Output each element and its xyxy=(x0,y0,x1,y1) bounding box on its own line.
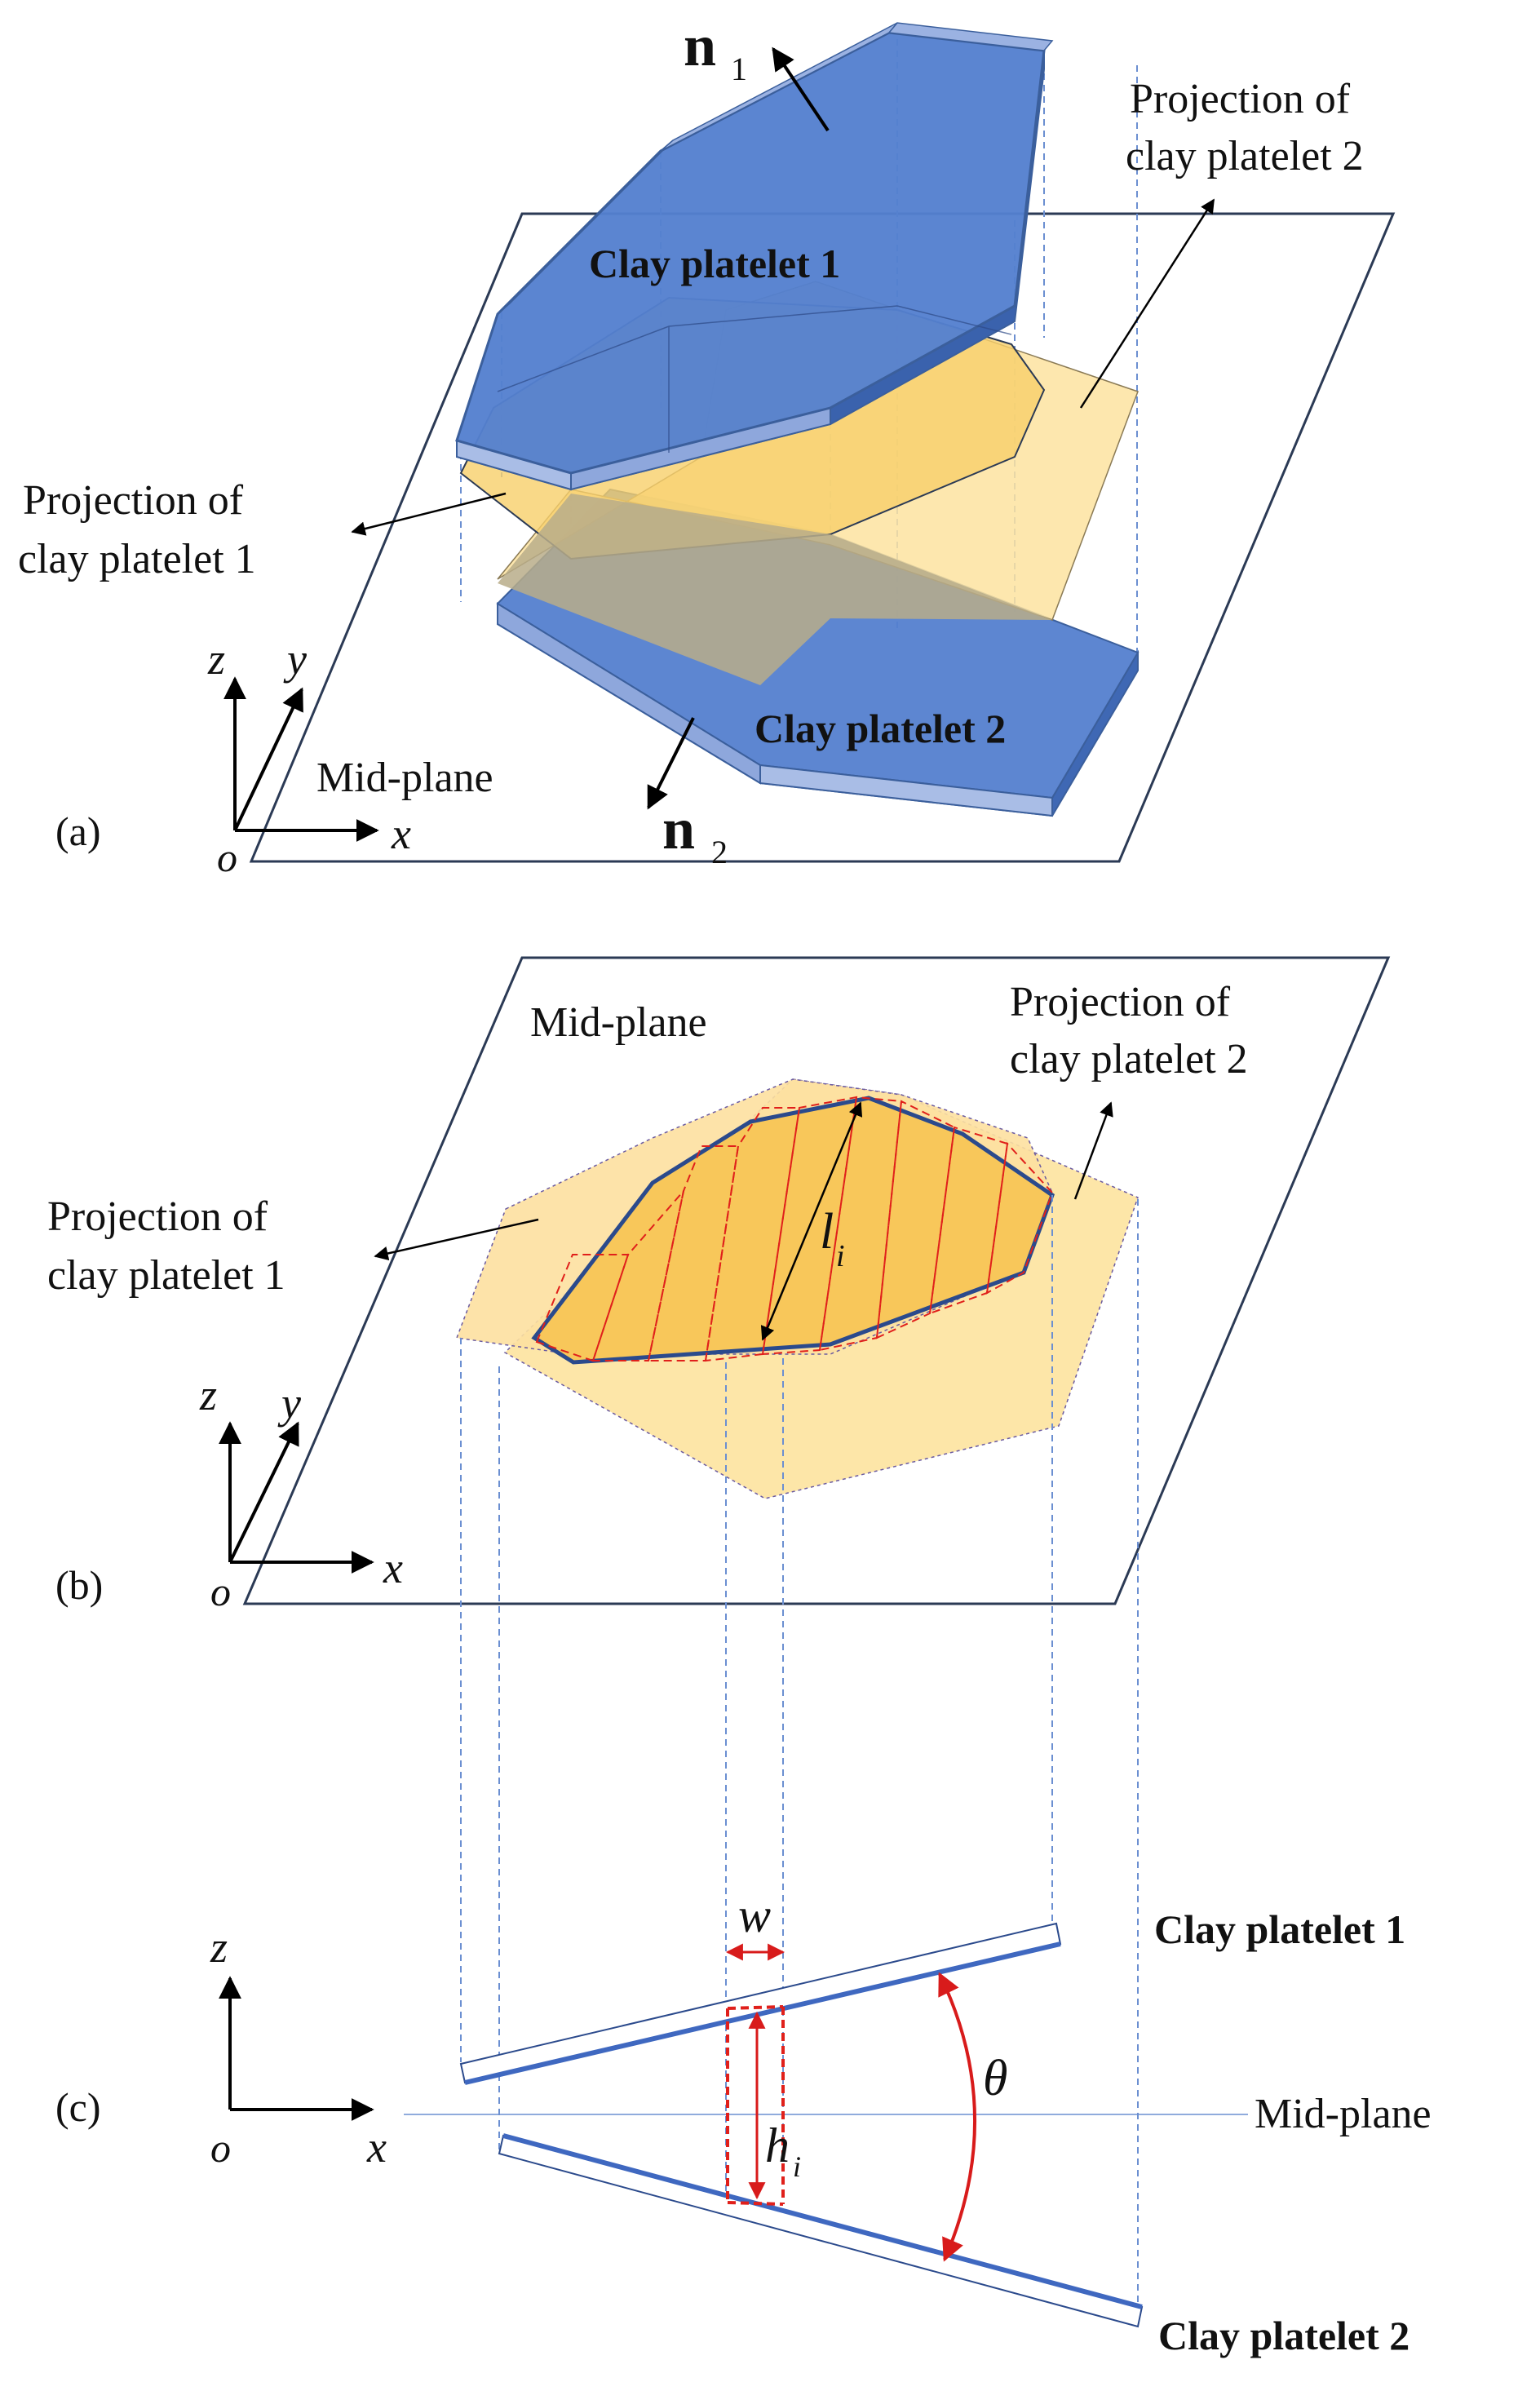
panel-a-midplane xyxy=(249,212,1396,863)
panel-b-li-arrow xyxy=(760,1101,863,1341)
panel-c-hi-label: h xyxy=(765,2119,790,2172)
panel-a-n1-sub: 1 xyxy=(731,51,747,87)
panel-b-axis-z: z xyxy=(199,1370,217,1419)
panel-b: l i Mid-plane Projection of clay platele… xyxy=(47,956,1391,2315)
panel-c-theta-arc xyxy=(938,1972,976,2262)
panel-a-overlap xyxy=(498,494,1052,685)
panel-b-proj1-line2: clay platelet 1 xyxy=(47,1252,285,1299)
panel-c: h i w θ Clay platelet 1 Clay platelet 2 … xyxy=(55,1888,1432,2358)
panel-b-axes xyxy=(219,1421,374,1574)
panel-c-clay-platelet-2 xyxy=(498,2133,1144,2328)
panel-c-clay1-label: Clay platelet 1 xyxy=(1154,1906,1405,1952)
panel-c-clay-platelet-1 xyxy=(459,1922,1062,2085)
panel-b-axis-x: x xyxy=(383,1543,403,1592)
panel-c-hi-box xyxy=(726,2005,785,2206)
panel-b-li-label: l xyxy=(820,1204,834,1260)
panel-a-axis-o: o xyxy=(217,835,237,880)
panel-a-proj1-line1: Projection of xyxy=(23,477,244,524)
panel-a-n1-label: n xyxy=(684,13,716,78)
panel-b-proj2-pointer xyxy=(1073,1101,1113,1200)
panel-a-n2-arrow xyxy=(647,717,695,810)
panel-b-proj1-line1: Projection of xyxy=(47,1193,268,1240)
panel-a-clay1-label: Clay platelet 1 xyxy=(589,241,840,286)
panel-b-proj1-pointer xyxy=(374,1218,539,1261)
panel-c-theta-label: θ xyxy=(983,2051,1007,2106)
panel-c-axis-o: o xyxy=(210,2125,231,2171)
panel-a-proj2-pointer xyxy=(1079,198,1215,409)
panel-a-axis-y: y xyxy=(283,635,307,684)
panel-a-axis-z: z xyxy=(207,635,225,684)
panel-b-proj2-line2: clay platelet 2 xyxy=(1010,1036,1248,1083)
panel-a-proj1-line2: clay platelet 1 xyxy=(18,536,256,582)
panel-c-axis-z: z xyxy=(210,1923,228,1972)
panel-c-clay2-label: Clay platelet 2 xyxy=(1158,2313,1409,2358)
panel-c-w-label: w xyxy=(738,1888,771,1942)
panel-b-li-sub: i xyxy=(836,1239,845,1273)
panel-a-tag: (a) xyxy=(55,808,101,854)
panel-b-midplane xyxy=(242,956,1391,1605)
panel-b-proj2-line1: Projection of xyxy=(1010,979,1231,1025)
panel-c-midplane-label: Mid-plane xyxy=(1255,2091,1432,2137)
panel-c-axis-x: x xyxy=(366,2123,387,2172)
panel-a-axes xyxy=(223,676,379,842)
panel-b-tag: (b) xyxy=(55,1562,103,1608)
panel-a-clay-platelet-1 xyxy=(455,22,1054,491)
panel-a-proj2-line1: Projection of xyxy=(1130,76,1351,122)
panel-a: n 1 n 2 Clay platelet 1 Clay platelet 2 … xyxy=(18,13,1396,880)
panel-b-axis-y: y xyxy=(277,1379,301,1428)
panel-a-n2-label: n xyxy=(662,796,695,861)
panel-a-axis-x: x xyxy=(391,809,411,858)
panel-b-axis-o: o xyxy=(210,1569,231,1614)
panel-a-n1-arrow xyxy=(772,46,830,132)
panel-a-midplane-label: Mid-plane xyxy=(316,755,493,801)
panel-a-n2-sub: 2 xyxy=(711,834,728,870)
panel-c-tag: (c) xyxy=(55,2084,101,2130)
panel-a-proj2-line2: clay platelet 2 xyxy=(1126,133,1364,179)
panel-a-clay2-label: Clay platelet 2 xyxy=(755,706,1006,751)
panel-b-midplane-label: Mid-plane xyxy=(530,999,707,1046)
panel-a-proj1-pointer xyxy=(351,492,507,536)
panel-c-hi-sub: i xyxy=(793,2150,801,2183)
panel-c-axes xyxy=(219,1976,374,2121)
